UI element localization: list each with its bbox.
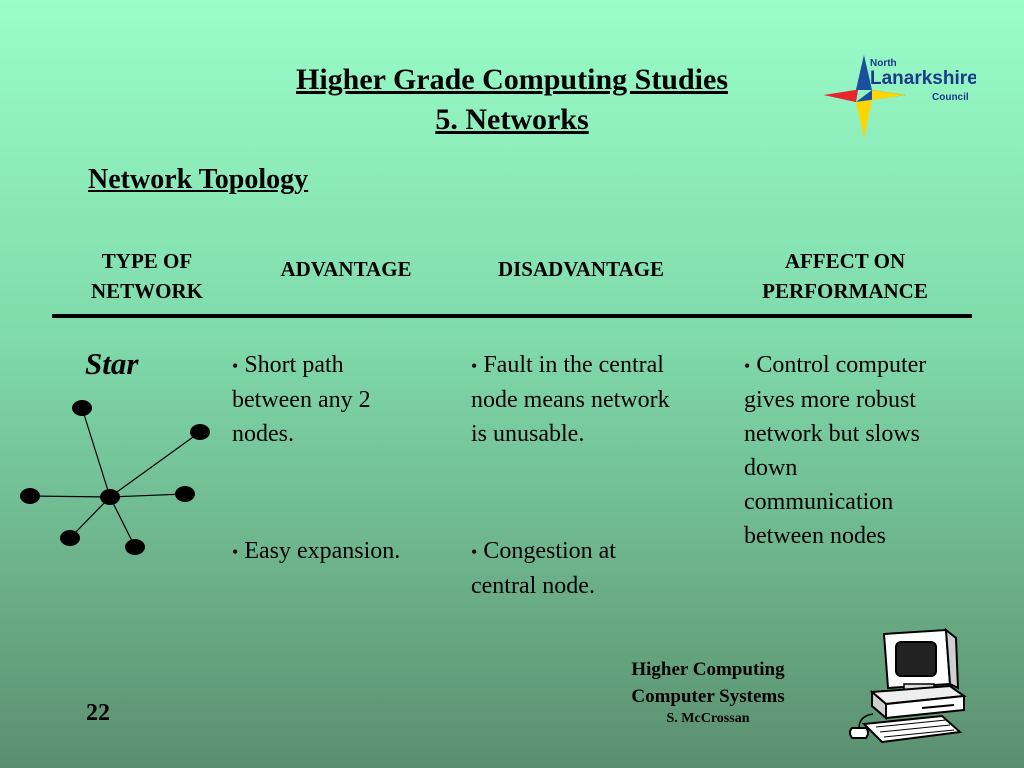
logo-text-north: North bbox=[870, 58, 897, 69]
header-affect-line2: PERFORMANCE bbox=[762, 279, 928, 303]
central-node bbox=[100, 489, 120, 505]
slide-title: Higher Grade Computing Studies bbox=[296, 63, 728, 96]
footer-line1: Higher Computing bbox=[631, 659, 785, 680]
node bbox=[190, 424, 210, 440]
bullet-icon: • bbox=[471, 356, 478, 376]
advantage-item: • Easy expansion. bbox=[232, 534, 452, 569]
advantage-text: Easy expansion. bbox=[244, 538, 401, 564]
header-type-line1: TYPE OF bbox=[101, 249, 193, 273]
disadvantage-item: • Congestion at central node. bbox=[471, 534, 661, 603]
star-link bbox=[109, 431, 201, 498]
disadvantage-text: Fault in the central node means network … bbox=[471, 352, 670, 447]
node bbox=[175, 486, 195, 502]
node bbox=[72, 400, 92, 416]
header-type-line2: NETWORK bbox=[90, 279, 203, 303]
footer-course: Higher Computing Computer Systems S. McC… bbox=[608, 656, 808, 728]
star-link bbox=[29, 495, 111, 498]
star-compass-logo-icon: North Lanarkshire Council bbox=[824, 55, 978, 138]
council-logo: North Lanarkshire Council bbox=[816, 50, 978, 140]
disadvantage-item: • Fault in the central node means networ… bbox=[471, 348, 676, 451]
computer-icon bbox=[842, 627, 972, 748]
section-heading: Network Topology bbox=[88, 164, 309, 195]
star-topology-diagram bbox=[10, 390, 220, 560]
advantage-text: Short path between any 2 nodes. bbox=[232, 352, 371, 447]
header-affect-on-performance: AFFECT ON PERFORMANCE bbox=[730, 246, 960, 306]
header-advantage: ADVANTAGE bbox=[246, 254, 446, 284]
disadvantage-text: Congestion at central node. bbox=[471, 538, 616, 599]
header-affect-line1: AFFECT ON bbox=[784, 249, 906, 273]
performance-text: Control computer gives more robust netwo… bbox=[744, 352, 927, 549]
slide-subtitle: 5. Networks bbox=[435, 103, 589, 136]
header-disadvantage: DISADVANTAGE bbox=[466, 254, 696, 284]
star-link bbox=[69, 496, 111, 539]
bullet-icon: • bbox=[232, 356, 239, 376]
bullet-icon: • bbox=[232, 542, 239, 562]
node bbox=[125, 539, 145, 555]
header-advantage-label: ADVANTAGE bbox=[280, 257, 412, 281]
star-link bbox=[109, 493, 186, 498]
bullet-icon: • bbox=[471, 542, 478, 562]
star-link bbox=[81, 407, 111, 498]
footer-line2: Computer Systems bbox=[631, 686, 785, 707]
footer-author: S. McCrossan bbox=[666, 711, 750, 726]
bullet-icon: • bbox=[744, 356, 751, 376]
performance-item: • Control computer gives more robust net… bbox=[744, 348, 934, 553]
network-type-star: Star bbox=[85, 346, 139, 381]
node bbox=[20, 488, 40, 504]
node bbox=[60, 530, 80, 546]
header-type-of-network: TYPE OF NETWORK bbox=[62, 246, 232, 306]
advantage-item: • Short path between any 2 nodes. bbox=[232, 348, 422, 451]
star-link bbox=[109, 496, 136, 548]
header-divider bbox=[52, 314, 972, 318]
slide-number: 22 bbox=[86, 700, 110, 726]
logo-text-lanarkshire: Lanarkshire bbox=[870, 68, 976, 89]
logo-text-council: Council bbox=[932, 92, 969, 103]
header-disadvantage-label: DISADVANTAGE bbox=[497, 257, 665, 281]
